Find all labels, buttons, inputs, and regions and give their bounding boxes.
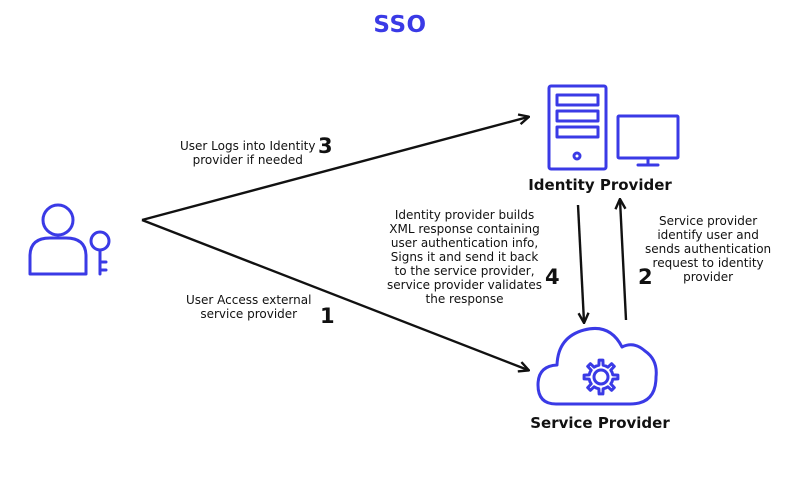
step-2-number: 2 — [638, 265, 653, 289]
identity-provider-label: Identity Provider — [528, 176, 672, 194]
step-3-description: User Logs into Identity provider if need… — [180, 139, 315, 167]
step-2-description-line: Service provider — [659, 214, 758, 228]
step-4-description-line: XML response containing — [389, 222, 540, 236]
arrow-service-to-identity-provider — [620, 200, 628, 321]
step-1-description-line: User Access external — [186, 293, 312, 307]
step-2-description-line: request to identity — [652, 256, 764, 270]
step-3-description-line: provider if needed — [192, 153, 303, 167]
service-provider-label: Service Provider — [530, 414, 670, 432]
step-1-number: 1 — [320, 304, 335, 328]
step-1-description: User Access external service provider — [186, 293, 311, 321]
cloud-gear-icon — [536, 326, 658, 406]
step-4-description: Identity provider builds XML response co… — [387, 208, 542, 306]
arrow-user-to-identity-provider — [141, 117, 528, 222]
step-2-description-line: sends authentication — [645, 242, 772, 256]
step-2-description-line: provider — [683, 270, 734, 284]
step-3-description-line: User Logs into Identity — [180, 139, 316, 153]
step-4-description-line: the response — [425, 292, 504, 306]
step-3-number: 3 — [318, 134, 333, 158]
arrow-user-to-service-provider — [141, 218, 528, 370]
monitor-icon — [616, 114, 680, 167]
step-1-description-line: service provider — [200, 307, 298, 321]
user-with-key-icon — [28, 203, 111, 276]
step-4-description-line: Signs it and send it back — [390, 250, 539, 264]
step-4-number: 4 — [545, 265, 560, 289]
step-2-description-line: identify user and — [657, 228, 759, 242]
step-4-description-line: service provider validates — [387, 278, 543, 292]
step-4-description-line: Identity provider builds — [394, 208, 535, 222]
server-tower-icon — [547, 84, 608, 171]
arrow-identity-to-service-provider — [576, 204, 584, 322]
step-4-description-line: user authentication info, — [390, 236, 539, 250]
diagram-title: SSO — [373, 12, 427, 38]
step-4-description-line: to the service provider, — [394, 264, 535, 278]
step-2-description: Service provider identify user and sends… — [645, 214, 771, 284]
